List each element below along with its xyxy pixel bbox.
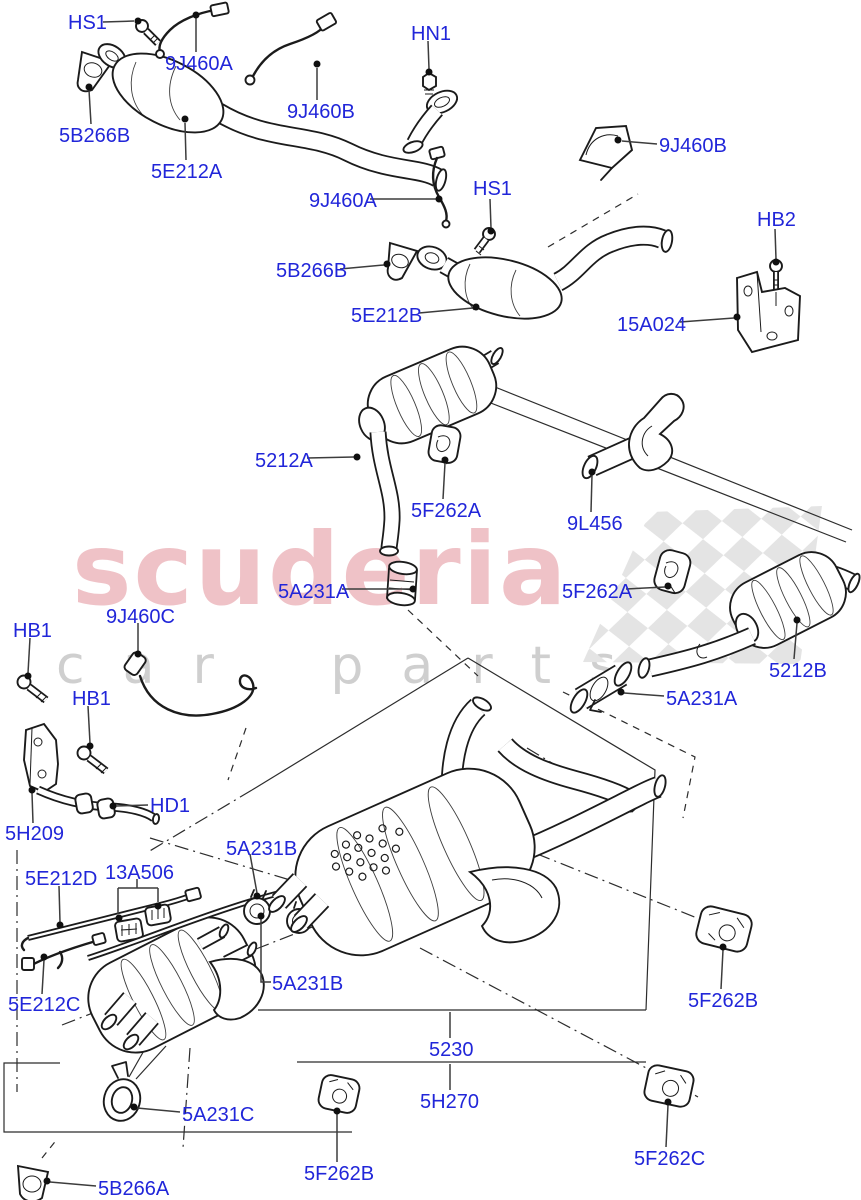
part-label-5f262c: 5F262C [634,1148,706,1170]
gasket-5b266b-right [386,241,419,281]
clamp-5a231a-left [386,560,418,607]
bracket-5h209 [23,722,59,794]
part-label-9j460a-right: 9J460A [309,190,377,212]
nut-hn1 [422,71,437,95]
part-label-5e212c: 5E212C [8,994,81,1016]
clamp-5a231c [102,1061,142,1122]
part-label-hd1: HD1 [150,795,191,817]
hanger-5f262a-right [653,549,692,595]
part-label-5b266a: 5B266A [98,1178,170,1200]
part-label-5e212a: 5E212A [151,161,223,183]
part-label-5f262b-bottom: 5F262B [304,1163,375,1185]
part-label-5a231a-left: 5A231A [278,581,350,603]
part-label-13a506: 13A506 [105,862,174,884]
front-left-downpipe-catalyst [76,1,448,192]
part-label-9j460a-front: 9J460A [165,53,233,75]
part-label-5f262a-left: 5F262A [411,500,482,522]
part-label-5f262a-right: 5F262A [562,581,633,603]
bracket-15a024 [736,270,801,354]
front-muffler-5212a [358,345,504,607]
front-right-downpipe-catalyst [386,71,801,354]
clip-13a506-b [144,903,172,927]
clip-13a506-a [114,917,144,943]
slip-tube-rear [569,661,633,714]
part-label-hn1: HN1 [411,23,452,45]
part-label-15a024: 15A024 [617,314,686,336]
part-label-5a231a-right: 5A231A [666,688,738,710]
part-label-9j460c: 9J460C [106,606,175,628]
oxygen-sensor-9j460b-front [244,12,338,86]
watermark-subtitle: car parts [56,636,655,696]
part-label-5a231c: 5A231C [182,1104,255,1126]
part-label-5f262b-right: 5F262B [688,990,759,1012]
part-label-hs1-front: HS1 [68,12,107,34]
part-label-5212a: 5212A [255,450,313,472]
part-label-5e212b: 5E212B [351,305,423,327]
part-label-5h270: 5H270 [420,1091,479,1113]
part-label-hs1-right: HS1 [473,178,512,200]
center-muffler-body [294,767,536,957]
hanger-5f262b-right [695,905,753,953]
oxygen-sensor-9j460a-front [155,1,230,59]
mounting-bracket-5h209-group [16,651,258,825]
intermediate-pipe-9l456 [581,392,685,480]
rear-resonator-5212b [569,549,861,714]
part-label-5212b: 5212B [769,660,827,682]
part-label-5b266b-front: 5B266B [59,125,131,147]
oxygen-sensor-9j460c [123,651,258,717]
rear-muffler-left-assembly [16,883,312,1200]
part-label-9l456: 9L456 [567,513,623,535]
sensor-bracket-9j460b-right [578,124,634,181]
leader-lines [24,11,801,1187]
part-label-hb1-lower: HB1 [72,688,111,710]
hanger-5f262b-bottom [317,1074,361,1114]
part-label-5h209: 5H209 [5,823,64,845]
part-label-5a231b-lower: 5A231B [272,973,344,995]
part-label-9j460b-right: 9J460B [659,135,727,157]
part-label-5230: 5230 [429,1039,474,1061]
wire-5e212c [21,932,107,971]
clip-hd1-a [74,792,94,815]
part-label-5a231b-upper: 5A231B [226,838,298,860]
part-label-hb2: HB2 [757,209,796,231]
bolt-hb1-upper [16,674,49,704]
exhaust-hangers [317,905,753,1114]
part-label-5b266b-right: 5B266B [276,260,348,282]
part-label-hb1-upper: HB1 [13,620,52,642]
gasket-5b266a [16,1164,50,1200]
center-muffler-y-pipe [268,696,667,957]
part-label-5e212d: 5E212D [25,868,98,890]
bolt-hb1-lower [76,745,109,775]
part-label-9j460b-front: 9J460B [287,101,355,123]
watermark-brand: scuderia [72,511,569,628]
